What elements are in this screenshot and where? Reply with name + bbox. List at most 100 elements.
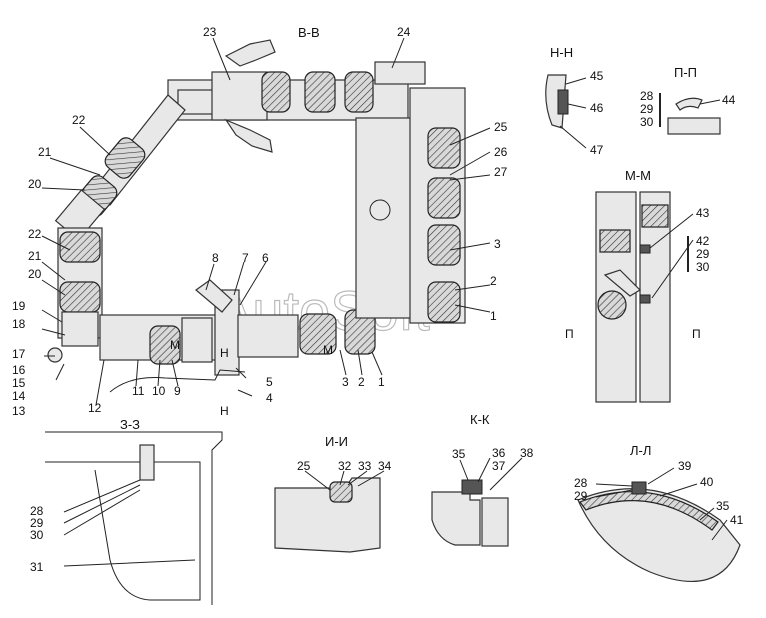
nn-insert <box>557 89 569 115</box>
zz-outline-panel <box>45 461 201 601</box>
part-label: 37 <box>492 459 506 473</box>
bottom-wing-nut <box>224 118 273 153</box>
cable-line <box>109 369 246 393</box>
part-label: 3 <box>342 375 349 389</box>
bottom-seal-1 <box>149 325 181 365</box>
part-label: 32 <box>338 459 352 473</box>
part-label: 29 <box>30 516 44 530</box>
section-title-nn: Н-Н <box>550 45 573 60</box>
section-title-zz: З-З <box>120 417 140 432</box>
nn-cap <box>545 74 567 129</box>
part-label: 11 <box>132 384 145 398</box>
part-label: 18 <box>12 317 26 331</box>
part-label: 25 <box>494 120 508 134</box>
door-seal-1 <box>299 313 337 355</box>
part-label: 20 <box>28 267 42 281</box>
part-label: 22 <box>28 227 42 241</box>
part-label: 20 <box>28 177 42 191</box>
right-panel-hole <box>369 199 391 221</box>
part-label: 38 <box>520 446 534 460</box>
top-seal-3 <box>344 71 374 113</box>
part-label: 8 <box>212 251 219 265</box>
part-label: 13 <box>12 404 26 418</box>
left-seal-1 <box>59 231 101 263</box>
part-label: 30 <box>30 528 44 542</box>
part-label: 40 <box>700 475 714 489</box>
zz-stud <box>139 444 155 481</box>
part-label: 28 <box>640 89 654 103</box>
part-label: 14 <box>12 389 26 403</box>
main-part-labels: 23 24 22 21 20 22 21 20 19 18 17 16 15 1… <box>12 25 508 418</box>
part-label: 29 <box>640 102 654 116</box>
top-corner-clamp <box>374 61 426 85</box>
part-label: 33 <box>358 459 372 473</box>
part-label: 22 <box>72 113 86 127</box>
section-ll: Л-Л 28 29 39 40 35 41 <box>574 443 744 582</box>
part-label: 21 <box>38 145 52 159</box>
kk-clamp <box>461 479 483 495</box>
section-pp: П-П 28 29 30 44 <box>640 65 736 135</box>
section-nn: Н-Н 45 46 47 <box>545 45 604 157</box>
top-seal-1 <box>261 71 291 113</box>
part-label: 7 <box>242 251 249 265</box>
part-label: 28 <box>574 476 588 490</box>
part-label: 31 <box>30 560 44 574</box>
part-label: 6 <box>262 251 269 265</box>
upper-latch <box>195 279 233 313</box>
bottom-tube <box>181 317 213 363</box>
part-label: 3 <box>494 237 501 251</box>
pp-base <box>667 117 721 135</box>
part-label: 30 <box>640 115 654 129</box>
right-seal-1 <box>427 127 461 169</box>
kk-left-profile <box>431 491 481 546</box>
part-label: 10 <box>152 384 166 398</box>
section-mm: М-М 43 42 29 30 П П <box>565 168 710 403</box>
part-label: 34 <box>378 459 392 473</box>
part-label: 24 <box>397 25 411 39</box>
part-label: 44 <box>722 93 736 107</box>
section-title-mm: М-М <box>625 168 651 183</box>
part-label: 41 <box>730 513 744 527</box>
part-label: 45 <box>590 69 604 83</box>
right-seal-4 <box>427 281 461 323</box>
part-label: 42 <box>696 234 710 248</box>
part-label: 30 <box>696 260 710 274</box>
section-ii: И-И 25 32 33 34 <box>274 434 392 553</box>
diagonal-seal-1 <box>104 137 146 179</box>
section-title-vv: В-В <box>298 25 320 40</box>
pp-latch <box>675 97 703 111</box>
mm-fastener-1 <box>639 244 651 254</box>
mm-seal-top <box>599 229 631 253</box>
left-base-tube <box>61 311 99 347</box>
part-label: 9 <box>174 384 181 398</box>
top-seal-2 <box>304 71 336 113</box>
part-label: 2 <box>358 375 365 389</box>
right-seal-3 <box>427 224 461 266</box>
part-label: 1 <box>378 375 385 389</box>
part-label: 43 <box>696 206 710 220</box>
section-title-ll: Л-Л <box>630 443 651 458</box>
part-label: 46 <box>590 101 604 115</box>
part-label: 26 <box>494 145 508 159</box>
section-title-ii: И-И <box>325 434 348 449</box>
part-label: 25 <box>297 459 311 473</box>
part-label: 4 <box>266 391 273 405</box>
mm-seal-right <box>641 204 669 228</box>
section-title-pp: П-П <box>674 65 697 80</box>
part-label: 5 <box>266 375 273 389</box>
part-label: 19 <box>12 299 26 313</box>
part-label: 36 <box>492 446 506 460</box>
mm-roller <box>597 290 627 320</box>
part-label: 27 <box>494 165 508 179</box>
part-label: 28 <box>30 504 44 518</box>
left-bolt <box>47 347 63 363</box>
part-label: 1 <box>490 309 497 323</box>
cut-mark-p-right: П <box>692 327 701 341</box>
kk-right-profile <box>481 497 509 547</box>
part-label: 12 <box>88 401 102 415</box>
section-vv: В-В <box>12 25 508 418</box>
part-label: 47 <box>590 143 604 157</box>
part-label: 35 <box>716 499 730 513</box>
section-zz: З-З 28 29 30 31 <box>30 417 223 605</box>
top-wing-nut <box>224 39 276 67</box>
